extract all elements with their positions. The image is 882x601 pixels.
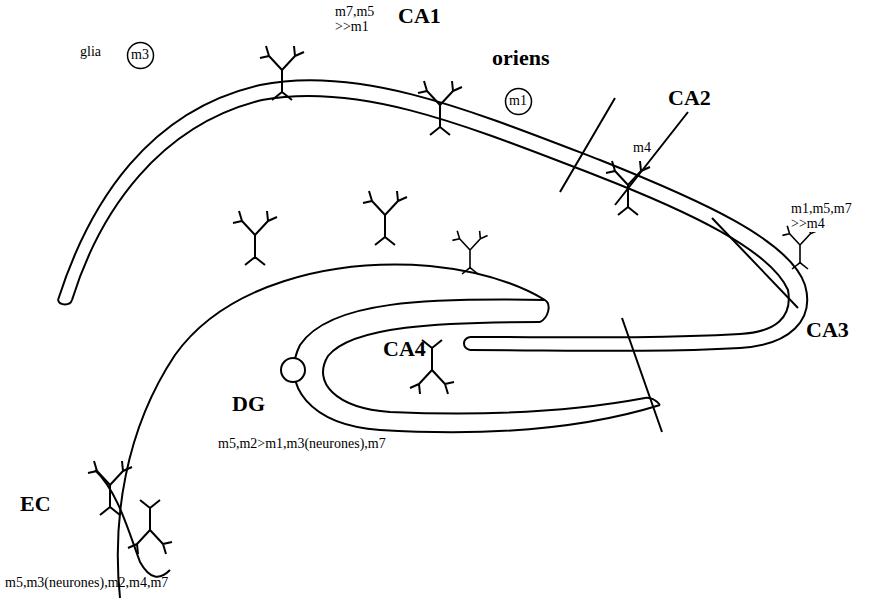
receptor-note: m7,m5 >>m1 [334, 4, 375, 35]
receptor-circle: m1 [504, 87, 533, 116]
dentate-gyrus [294, 300, 660, 433]
cell-type: glia [80, 44, 101, 59]
boundary-line [560, 98, 798, 432]
neuron [128, 500, 172, 554]
receptor-label: m1 [504, 93, 533, 108]
receptor-circle: m3 [126, 41, 155, 70]
neuron [452, 231, 487, 274]
ec-fold [95, 470, 170, 577]
neuron [233, 211, 277, 265]
neuron [606, 161, 650, 215]
neuron [88, 461, 132, 515]
neuron [782, 226, 817, 269]
receptor-note: m4 [632, 140, 652, 155]
region-name: CA4 [383, 337, 426, 361]
receptor-note: m1,m5,m7 >>m4 [790, 201, 853, 232]
receptor-note: m5,m2>m1,m3(neurones),m7 [218, 436, 386, 451]
region-name: EC [20, 492, 51, 516]
dentate-gyrus [323, 322, 645, 413]
region-name: CA1 [398, 4, 441, 28]
neuron [260, 46, 304, 100]
receptor-note: m5,m3(neurones),m2,m4,m7 [5, 575, 168, 590]
neuron [363, 191, 407, 245]
region-name: CA3 [806, 318, 849, 342]
layer-name: oriens [492, 46, 549, 70]
ec-outline [118, 265, 545, 598]
dentate-end [540, 300, 660, 405]
region-name: DG [232, 392, 265, 416]
receptor-label: m3 [126, 47, 155, 62]
granule-cell-circle [281, 358, 305, 382]
pyramidal-band [58, 80, 807, 351]
region-name: CA2 [668, 86, 711, 110]
neuron [418, 81, 462, 135]
